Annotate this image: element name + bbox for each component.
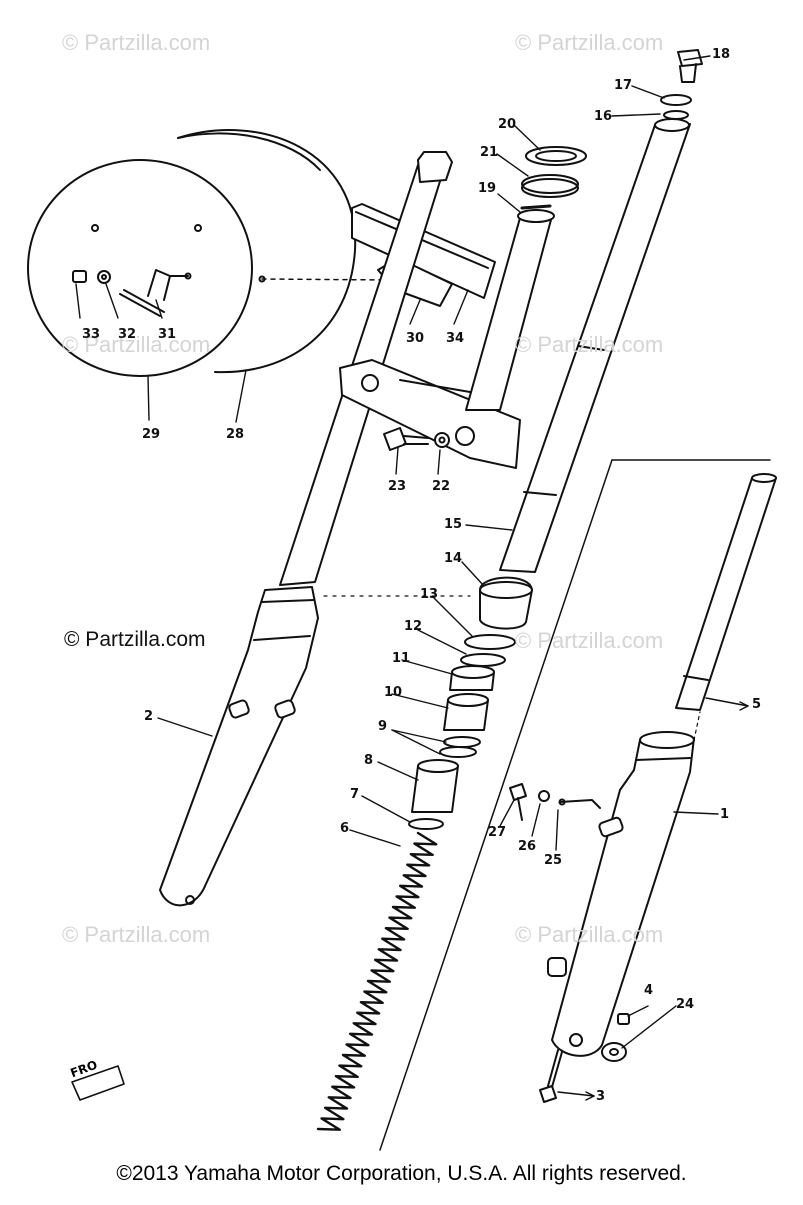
cover-14: [479, 576, 533, 630]
callout-9: 9: [378, 719, 388, 734]
callout-18: 18: [712, 47, 731, 62]
callout-11: 11: [392, 651, 411, 666]
watermark: © Partzilla.com: [62, 332, 211, 357]
watermark-dark: © Partzilla.com: [64, 628, 206, 651]
ring-7: [408, 818, 444, 830]
callout-10: 10: [384, 685, 403, 700]
steering-stem-19: [465, 204, 555, 411]
callout-26: 26: [518, 839, 537, 854]
callout-32: 32: [118, 327, 137, 342]
spring-coil: [316, 831, 438, 1131]
callout-19: 19: [478, 181, 497, 196]
callout-31: 31: [158, 327, 177, 342]
callout-16: 16: [594, 109, 613, 124]
callout-29: 29: [142, 427, 161, 442]
callout-8: 8: [364, 753, 374, 768]
callout-34: 34: [446, 331, 465, 346]
callout-7: 7: [350, 787, 360, 802]
copyright-footer: ©2013 Yamaha Motor Corporation, U.S.A. A…: [116, 1162, 687, 1185]
cap-bolt-18: [677, 49, 703, 83]
callout-33: 33: [82, 327, 101, 342]
leader-lines: [75, 55, 749, 1097]
callout-22: 22: [432, 479, 451, 494]
bolt-23: [383, 427, 429, 451]
callout-17: 17: [614, 78, 633, 93]
seal-13: [464, 634, 516, 650]
ring-16: [663, 110, 689, 120]
callout-28: 28: [226, 427, 245, 442]
watermark: © Partzilla.com: [515, 30, 664, 55]
callout-20: 20: [498, 117, 517, 132]
bolt-3: [539, 1049, 563, 1103]
piston-8: [411, 759, 459, 813]
callout-13: 13: [420, 587, 439, 602]
bearing-race-21: [521, 174, 579, 198]
watermark: © Partzilla.com: [515, 922, 664, 947]
washer-22: [434, 432, 450, 448]
callout-15: 15: [444, 517, 463, 532]
bracket-31: [119, 269, 192, 317]
watermark: © Partzilla.com: [515, 628, 664, 653]
outer-tube-2: [159, 586, 319, 907]
oring-17: [660, 94, 692, 106]
oil-seal-11: [449, 665, 495, 691]
spring-6: [316, 831, 438, 1131]
inner-tube-15: [499, 118, 691, 573]
callout-25: 25: [544, 853, 563, 868]
bolt-4: [617, 1013, 630, 1025]
callout-14: 14: [444, 551, 463, 566]
washer-26: [538, 790, 550, 802]
callout-21: 21: [480, 145, 499, 160]
callout-4: 4: [644, 983, 654, 998]
watermark: © Partzilla.com: [62, 30, 211, 55]
callout-23: 23: [388, 479, 407, 494]
callout-5: 5: [752, 697, 762, 712]
callout-12: 12: [404, 619, 423, 634]
watermark: © Partzilla.com: [62, 922, 211, 947]
callout-27: 27: [488, 825, 507, 840]
washer-32: [97, 270, 111, 284]
washer-24: [601, 1042, 627, 1062]
cover-plate-29: [27, 159, 253, 377]
dust-seal-20: [525, 146, 587, 166]
callout-6: 6: [340, 821, 350, 836]
bolt-27: [509, 783, 527, 821]
watermark: © Partzilla.com: [515, 332, 664, 357]
under-bracket: [339, 359, 521, 469]
inner-tube-5: [675, 473, 777, 711]
callout-30: 30: [406, 331, 425, 346]
bolt-33: [72, 270, 87, 283]
callout-3: 3: [596, 1089, 606, 1104]
callout-1: 1: [720, 807, 730, 822]
part-25: [558, 798, 601, 809]
callout-24: 24: [676, 997, 695, 1012]
outer-tube-1: [547, 731, 695, 1057]
cover-plate-28: [177, 129, 357, 374]
clip-12: [460, 653, 506, 667]
ring-9: [439, 736, 481, 758]
guide-10: [443, 693, 489, 731]
callout-2: 2: [144, 709, 154, 724]
